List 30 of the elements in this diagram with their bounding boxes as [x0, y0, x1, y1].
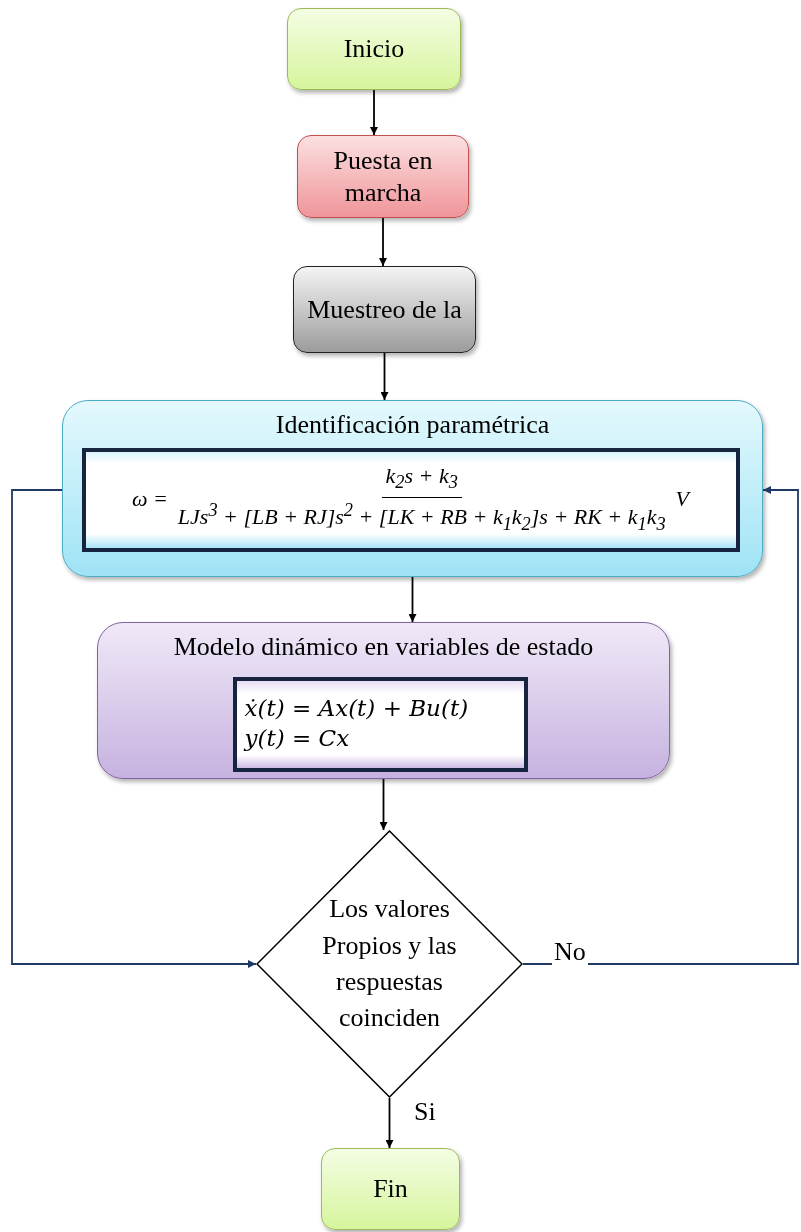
formula-text: V	[675, 486, 690, 513]
arrow	[408, 576, 417, 623]
formula-text: ω =	[131, 486, 168, 513]
arrow	[522, 486, 799, 965]
arrow	[380, 352, 389, 401]
arrow	[370, 89, 378, 136]
equation-text: y(t) = Cx	[244, 724, 350, 753]
formula-denominator: LJs$^{3}$ + [LB + RJ]s$^{2}$ + [LK + RB + k$_{1}$k$_{2}$]s + RK + k$_{1}$k$_{3}$	[176, 498, 667, 536]
node-label: Fin	[373, 1173, 408, 1205]
process-box	[97, 622, 670, 779]
process-box	[62, 400, 763, 577]
arrow	[379, 778, 388, 831]
arrow	[11, 489, 257, 968]
node-label: Inicio	[343, 33, 405, 65]
formula-box	[232, 676, 528, 772]
process-box	[287, 8, 461, 90]
node-label: Puesta en marcha	[332, 145, 434, 208]
formula-box	[81, 447, 740, 552]
process-box	[293, 266, 476, 353]
process-box	[297, 135, 469, 218]
process-box	[321, 1148, 460, 1230]
arrow	[379, 217, 387, 267]
node-label: Muestreo de la	[307, 293, 462, 326]
node-label: Modelo dinámico en variables de estado	[173, 631, 594, 663]
arrow	[385, 1097, 394, 1149]
node-label: Los valores Propios y las respuestas coinciden	[321, 893, 458, 1035]
equation-text: ẋ(t) = Ax(t) + Bu(t)	[244, 694, 469, 724]
decision-diamond	[256, 830, 523, 1098]
node-label: Identificación paramétrica	[275, 409, 550, 441]
formula-numerator: k$_{2}$s + k$_{3}$	[381, 463, 462, 498]
